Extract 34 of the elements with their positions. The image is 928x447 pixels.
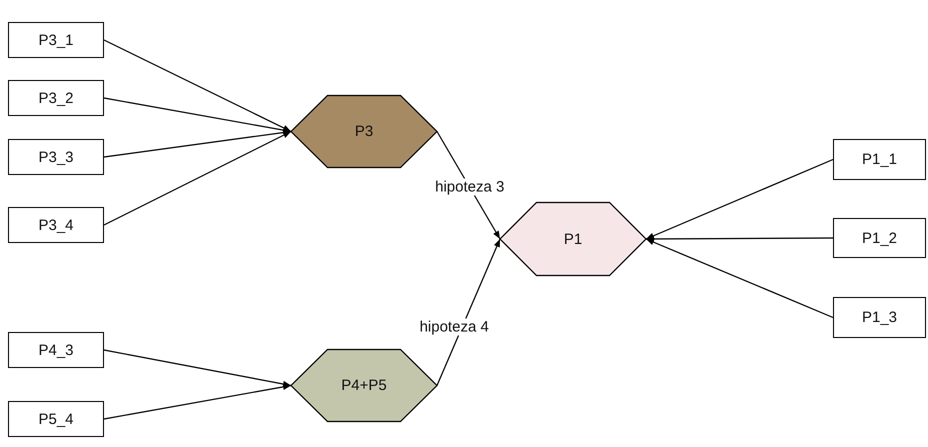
hexagon-node — [291, 349, 437, 422]
process-box — [8, 139, 104, 175]
process-box — [833, 297, 926, 338]
node-label: P5_4 — [38, 410, 74, 428]
node-label: P3_2 — [38, 90, 74, 106]
process-box — [8, 22, 104, 58]
node-label: P1_1 — [862, 151, 898, 168]
arrow — [104, 349, 292, 388]
arrow — [104, 39, 292, 132]
process-box — [8, 401, 104, 437]
node-label: P3_3 — [38, 148, 74, 166]
arrow — [646, 236, 833, 242]
arrow — [436, 238, 501, 386]
node-label: P1 — [564, 230, 582, 248]
arrow — [646, 158, 834, 240]
arrow — [646, 238, 834, 318]
node-label: P1_3 — [862, 309, 898, 326]
node-label: P3_4 — [38, 216, 74, 234]
node-label: P3_1 — [38, 32, 74, 48]
node-label: P3 — [354, 123, 374, 140]
edge-label: hipoteza 4 — [418, 318, 491, 336]
process-box — [833, 139, 926, 180]
node-label: P4+P5 — [341, 377, 387, 394]
arrow — [104, 384, 292, 420]
hexagon-node — [500, 202, 646, 276]
node-label: P4_3 — [38, 342, 74, 358]
hexagon-node — [291, 95, 437, 168]
arrow — [104, 130, 292, 226]
edge-label: hipoteza 3 — [433, 178, 506, 196]
process-box — [8, 332, 104, 368]
node-label: P1_2 — [862, 230, 898, 246]
process-box — [8, 207, 104, 243]
process-box — [833, 218, 926, 258]
process-box — [8, 80, 104, 116]
